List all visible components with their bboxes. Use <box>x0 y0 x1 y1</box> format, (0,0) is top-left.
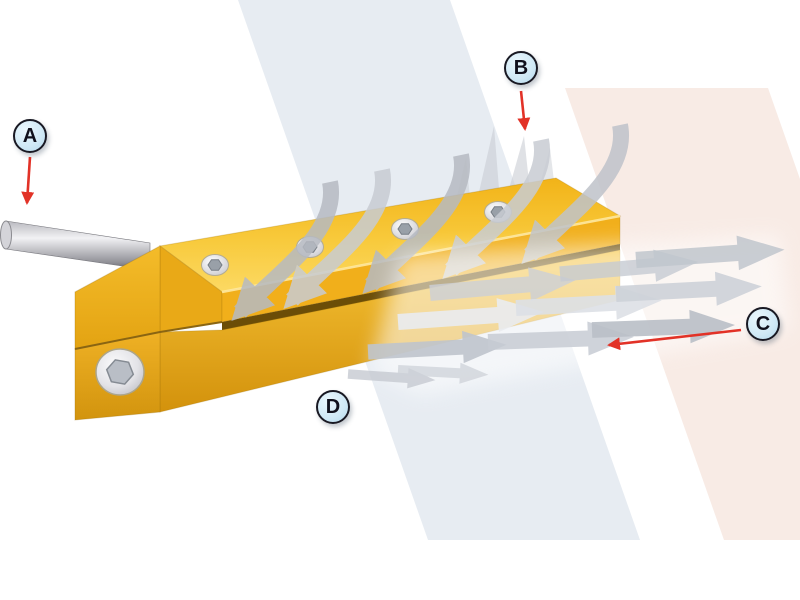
callout-d: D <box>316 390 350 424</box>
callout-a: A <box>13 119 47 153</box>
pointer-arrows <box>21 90 742 351</box>
hex-bolt <box>95 348 145 396</box>
entrained-air-arrow <box>231 180 340 322</box>
pointer-arrow-c <box>607 328 742 351</box>
pointer-arrow-a <box>21 156 35 205</box>
callout-b: B <box>504 51 538 85</box>
callout-c: C <box>746 307 780 341</box>
pointer-arrow-b <box>517 90 531 131</box>
hex-socket-screw-1 <box>201 254 229 276</box>
body-seam-line <box>74 321 223 350</box>
entrained-air-arrow <box>521 123 630 265</box>
entrained-air-arrow <box>362 153 471 295</box>
inlet-pipe <box>0 220 151 271</box>
entrained-air-arrow <box>283 168 392 310</box>
